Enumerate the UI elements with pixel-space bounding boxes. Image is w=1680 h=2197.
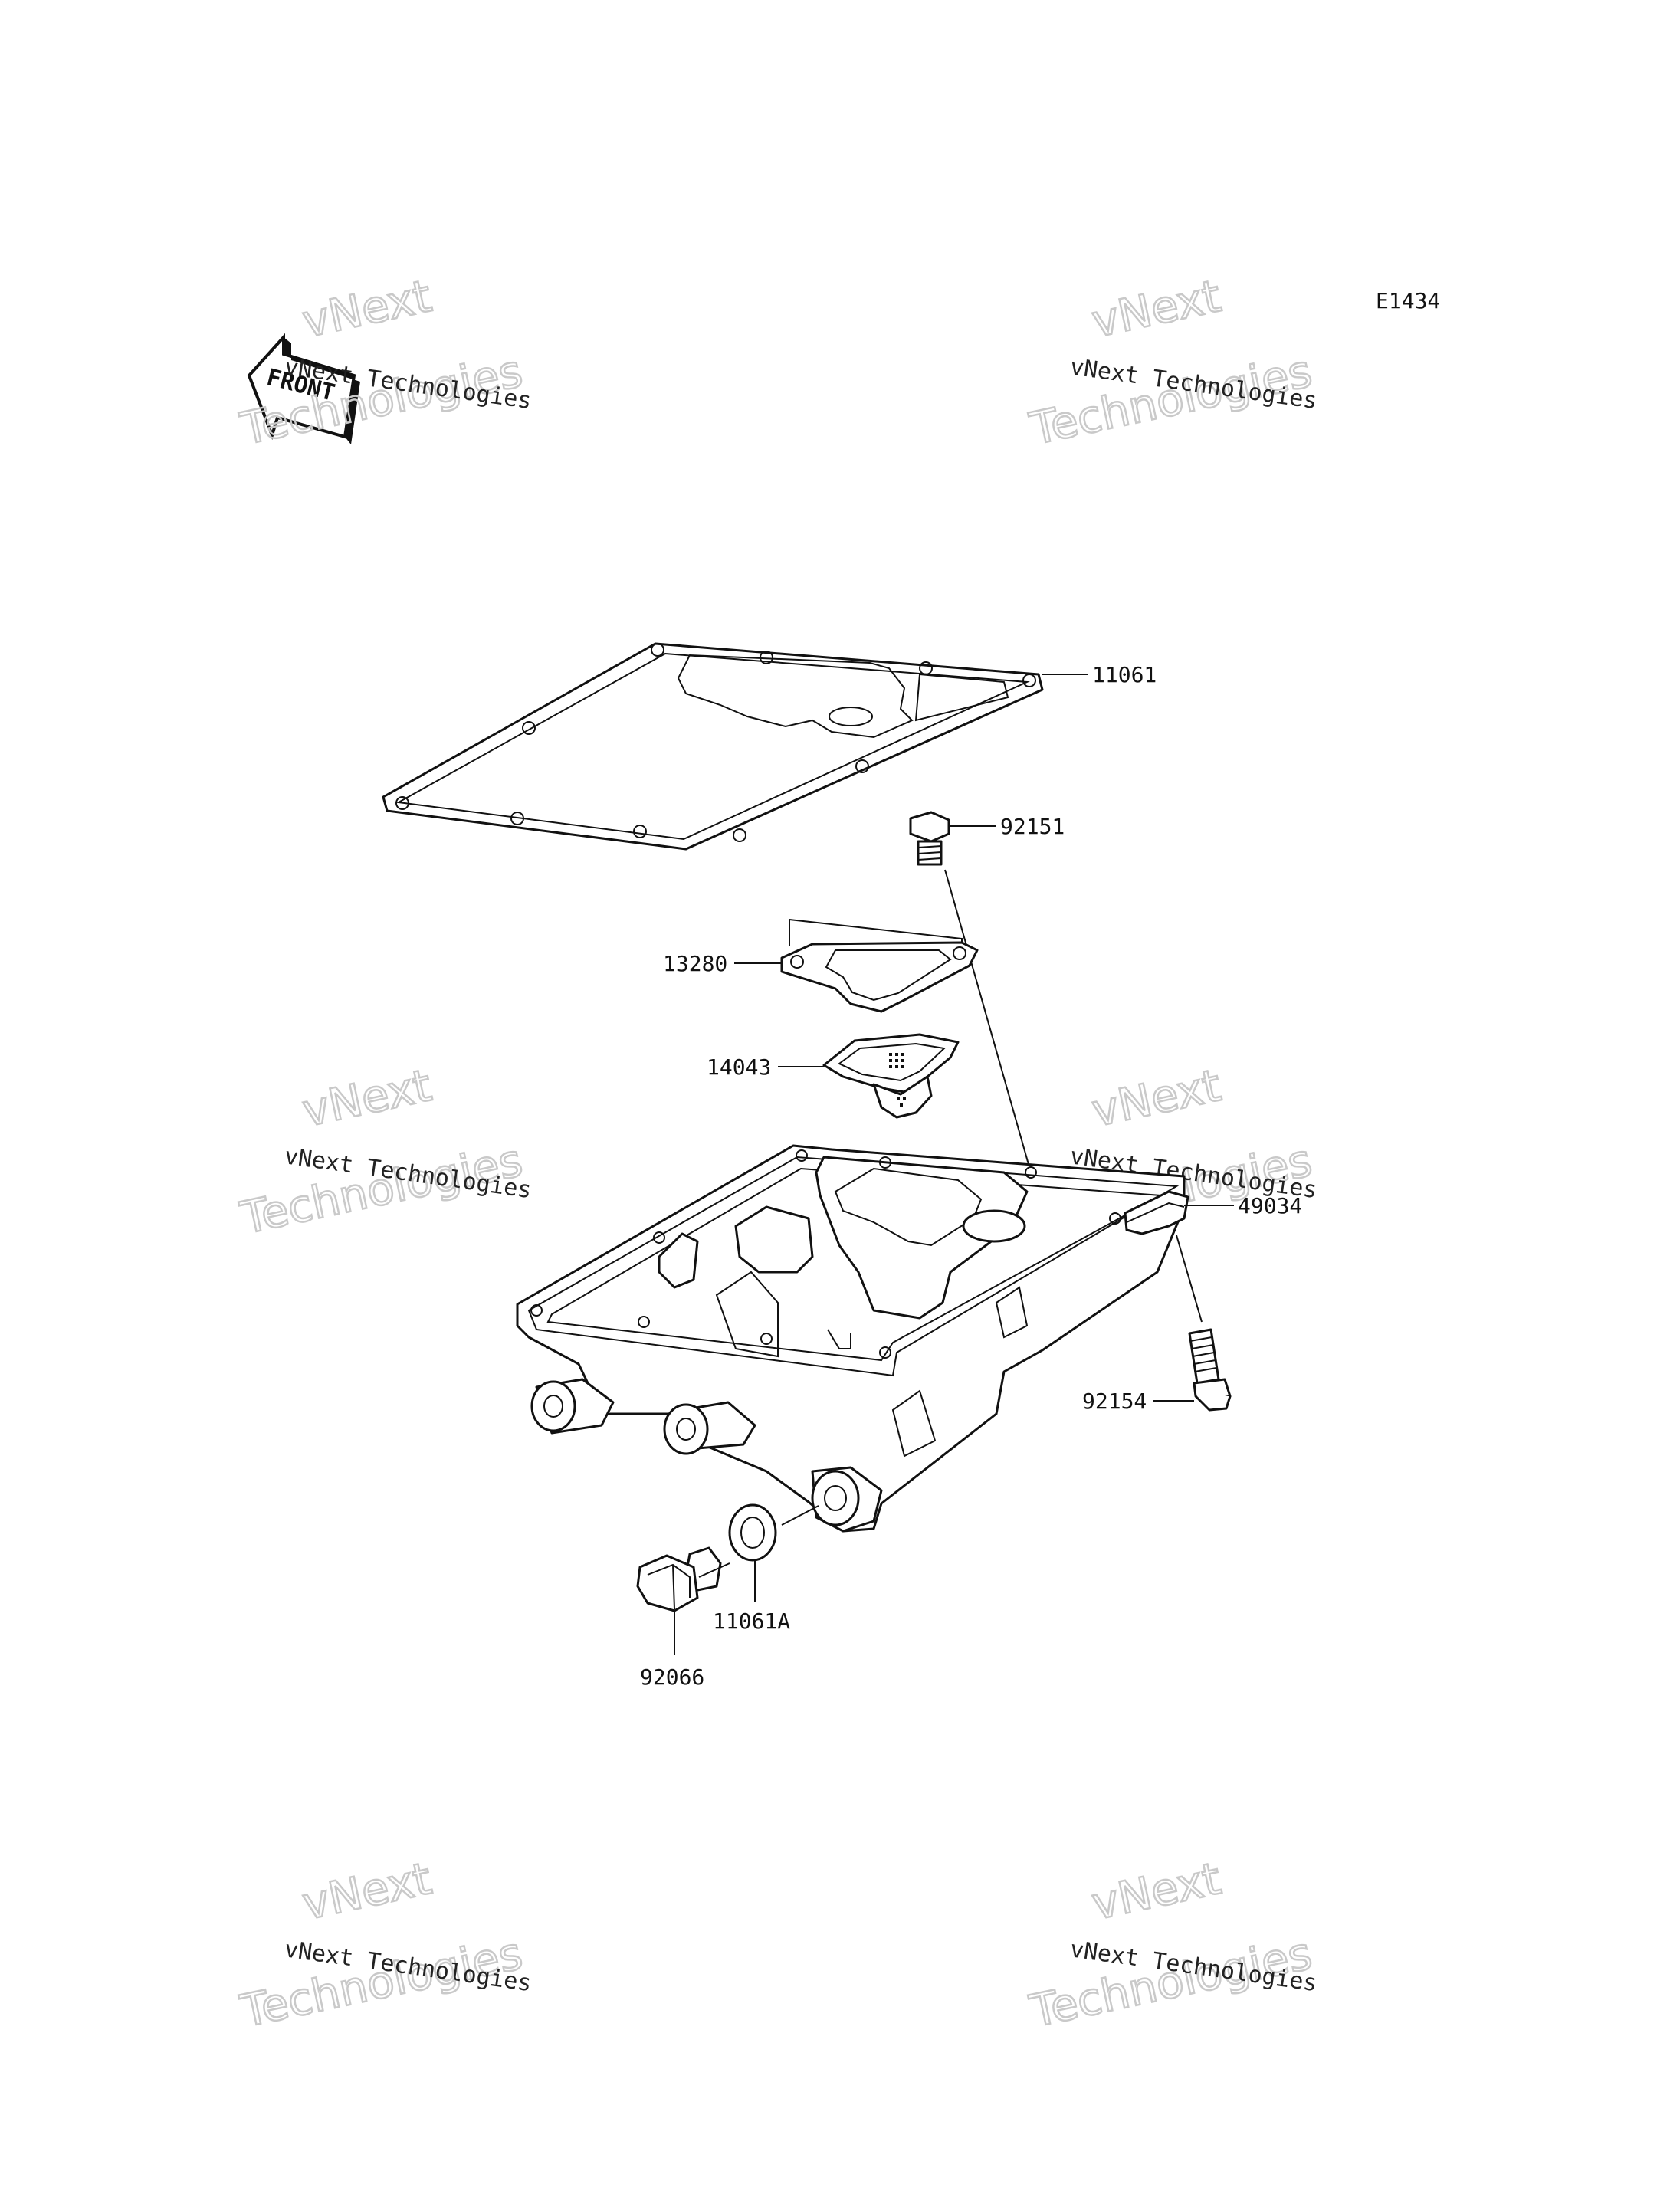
svg-text:vNext: vNext xyxy=(1088,1852,1226,1930)
svg-text:vNext: vNext xyxy=(1088,1059,1226,1137)
part-14043-oil-screen xyxy=(822,1033,960,1119)
watermark-bottom-left: vNext Technologies vNext Technologies xyxy=(235,1851,533,2038)
label-14043: 14043 xyxy=(707,1054,771,1080)
svg-text:vNext: vNext xyxy=(298,1852,436,1930)
watermark-bottom-right: vNext Technologies vNext Technologies xyxy=(1025,1851,1319,2038)
watermark-middle-left: vNext Technologies vNext Technologies xyxy=(235,1058,533,1245)
part-49034-plate xyxy=(1124,1190,1189,1235)
label-11061: 11061 xyxy=(1092,662,1157,687)
label-92151: 92151 xyxy=(1000,814,1065,839)
part-92066-drain-plug xyxy=(636,1546,722,1612)
part-13280-gasket xyxy=(780,941,979,1013)
part-oil-pan xyxy=(516,1144,1186,1533)
watermark-top-right: vNext Technologies vNext Technologies xyxy=(1025,269,1319,456)
svg-text:vNext: vNext xyxy=(298,1059,436,1137)
part-11061A-washer xyxy=(728,1503,777,1562)
front-arrow-icon: FRONT xyxy=(247,333,360,444)
diagram-code: E1434 xyxy=(1376,288,1440,313)
part-11061-gasket xyxy=(382,642,1044,851)
label-11061A: 11061A xyxy=(713,1608,790,1634)
svg-text:vNext: vNext xyxy=(298,270,436,348)
part-92151-bolt xyxy=(909,811,950,866)
label-92066: 92066 xyxy=(640,1664,704,1690)
part-92154-bolt xyxy=(1188,1328,1232,1412)
label-13280: 13280 xyxy=(663,951,727,976)
svg-text:vNext: vNext xyxy=(1088,270,1226,348)
label-49034: 49034 xyxy=(1238,1193,1302,1218)
label-92154: 92154 xyxy=(1082,1389,1147,1414)
